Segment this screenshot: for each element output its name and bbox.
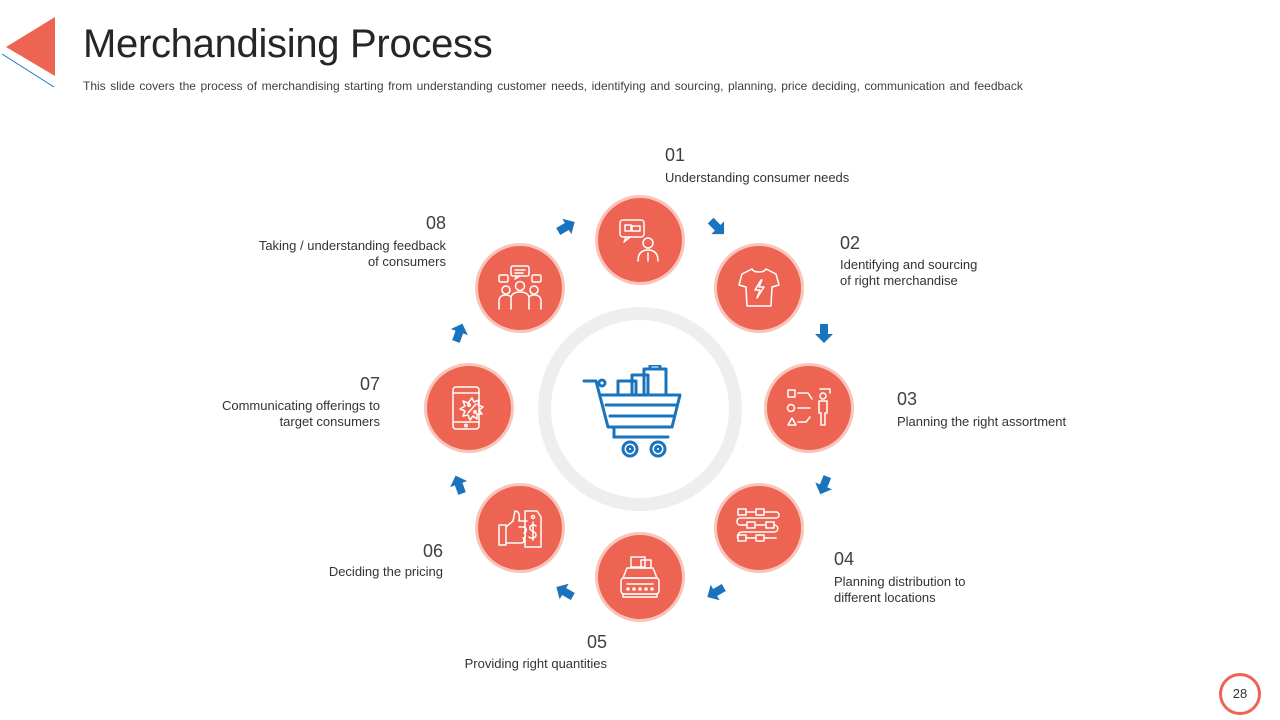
- people-feedback-icon: [498, 265, 542, 310]
- step-08-circle: [475, 243, 565, 333]
- arrow-03-04: [815, 475, 832, 495]
- step-04-circle: [714, 483, 804, 573]
- shopping-cart-icon: [582, 365, 682, 458]
- step-04-label: Planning distribution to different locat…: [834, 574, 966, 605]
- mobile-discount-icon: [452, 386, 484, 430]
- step-02-label: Identifying and sourcing of right mercha…: [840, 257, 978, 288]
- page-number: 28: [1232, 686, 1248, 701]
- step-03-number: 03: [897, 389, 918, 409]
- step-03-label: Planning the right assortment: [897, 414, 1067, 429]
- step-06-number: 06: [422, 541, 443, 561]
- step-07-number: 07: [359, 374, 380, 394]
- step-08-label: Taking / understanding feedback of consu…: [258, 238, 446, 269]
- step-06-circle: [475, 483, 565, 573]
- step-07-circle: [424, 363, 514, 453]
- step-01-circle: [595, 195, 685, 285]
- thumbs-up-price-tag-icon: [498, 510, 542, 548]
- step-04-number: 04: [834, 549, 855, 569]
- cash-register-icon: [620, 556, 660, 598]
- consumer-thinking-icon: [619, 219, 659, 262]
- step-05-circle: [595, 532, 685, 622]
- arrow-07-08: [450, 323, 468, 343]
- step-01-number: 01: [665, 145, 686, 165]
- page-subtitle: This slide covers the process of merchan…: [83, 79, 1023, 93]
- step-01-label: Understanding consumer needs: [665, 170, 850, 185]
- arrow-08-01: [556, 218, 575, 235]
- step-02-circle: [714, 243, 804, 333]
- arrow-01-02: [707, 217, 725, 235]
- distribution-flow-icon: [736, 508, 780, 542]
- tshirt-icon: [738, 268, 780, 307]
- step-07-label: Communicating offerings to target consum…: [221, 398, 380, 429]
- step-03-circle: [764, 363, 854, 453]
- assortment-icon: [786, 388, 831, 426]
- step-05-label: Providing right quantities: [464, 656, 607, 671]
- arrow-06-07: [450, 475, 468, 495]
- step-06-label: Deciding the pricing: [328, 564, 443, 579]
- page-title: Merchandising Process: [83, 22, 493, 66]
- step-02-number: 02: [840, 233, 861, 253]
- arrow-05-06: [556, 583, 575, 600]
- step-05-number: 05: [586, 632, 607, 652]
- page-number-badge: 28: [1219, 673, 1261, 715]
- corner-triangle-decoration: [1, 17, 55, 88]
- arrow-04-05: [707, 584, 726, 601]
- arrow-02-03: [815, 324, 833, 343]
- step-08-number: 08: [425, 213, 446, 233]
